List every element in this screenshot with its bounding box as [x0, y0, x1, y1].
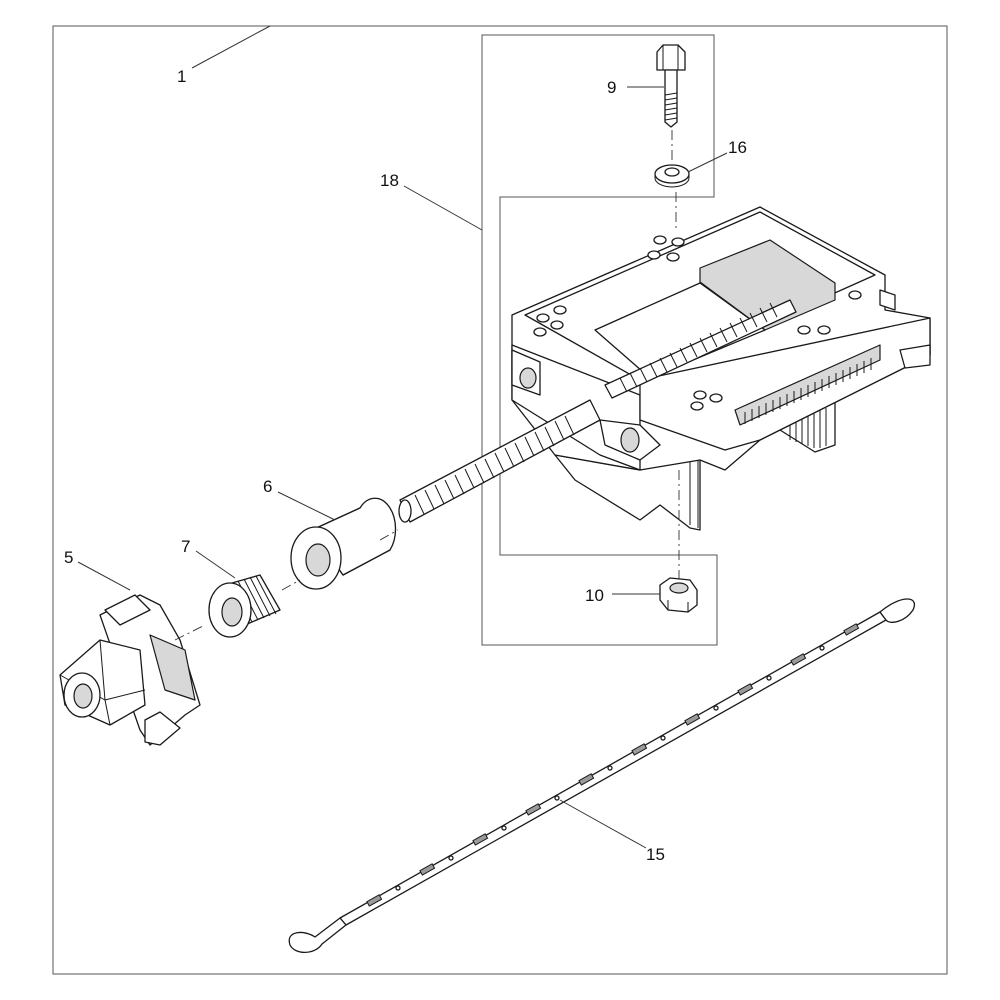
leader-16	[687, 152, 728, 173]
assembly-group-frame	[481, 34, 718, 646]
side-rail	[639, 317, 931, 451]
leader-1	[191, 25, 271, 69]
top-slot	[699, 239, 836, 331]
callout-labels: 1 5 6 7 9 10 15 16 18	[64, 67, 747, 864]
callout-9: 9	[607, 78, 616, 97]
leader-6	[277, 491, 336, 521]
rear-tab	[879, 289, 896, 311]
sleeve-item-6	[290, 497, 397, 590]
strap-markings	[366, 623, 860, 907]
sleeve-bore	[305, 543, 331, 577]
strap-dots	[395, 645, 825, 891]
vertical-axis	[671, 130, 680, 580]
mounting-holes	[533, 235, 862, 411]
washer-hole	[664, 167, 680, 177]
internal-lead-screw	[604, 299, 797, 399]
callout-5: 5	[64, 548, 73, 567]
slide-body-assembly	[511, 206, 931, 531]
coupling-item-5	[59, 594, 201, 746]
rail-rack-teeth	[744, 358, 872, 424]
callout-7: 7	[181, 537, 190, 556]
nut-item-10	[659, 577, 698, 613]
callout-18: 18	[380, 171, 399, 190]
inner-channel	[594, 282, 766, 379]
callout-6: 6	[263, 477, 272, 496]
callout-15: 15	[646, 845, 665, 864]
strap-item-15	[288, 598, 916, 954]
coupling-bottom-tab	[144, 711, 181, 746]
bolt-head	[656, 44, 686, 71]
outer-border	[52, 25, 948, 975]
coupling-bore	[73, 683, 93, 709]
leader-lines	[77, 25, 728, 849]
leader-5	[77, 561, 131, 591]
washer-item-16	[654, 164, 690, 188]
lead-screw	[398, 399, 601, 523]
bolt-item-9	[656, 44, 686, 128]
screw-end	[398, 499, 412, 523]
strap-end-loop	[879, 598, 916, 623]
leader-15	[559, 799, 647, 849]
coupling-top-tab	[104, 594, 151, 626]
callout-16: 16	[728, 138, 747, 157]
callout-1: 1	[177, 67, 186, 86]
coupling-side-face	[149, 634, 196, 701]
rear-teeth	[789, 408, 827, 448]
leader-7	[195, 550, 236, 579]
coupling-body	[99, 594, 201, 746]
assembly-axis	[174, 529, 399, 641]
bushing-bore	[221, 597, 243, 627]
nut-hole	[669, 582, 689, 594]
leader-18	[403, 185, 483, 231]
bushing-item-7	[208, 574, 281, 638]
strap-hook	[288, 917, 347, 954]
callout-10: 10	[585, 586, 604, 605]
rear-foot	[899, 344, 931, 369]
